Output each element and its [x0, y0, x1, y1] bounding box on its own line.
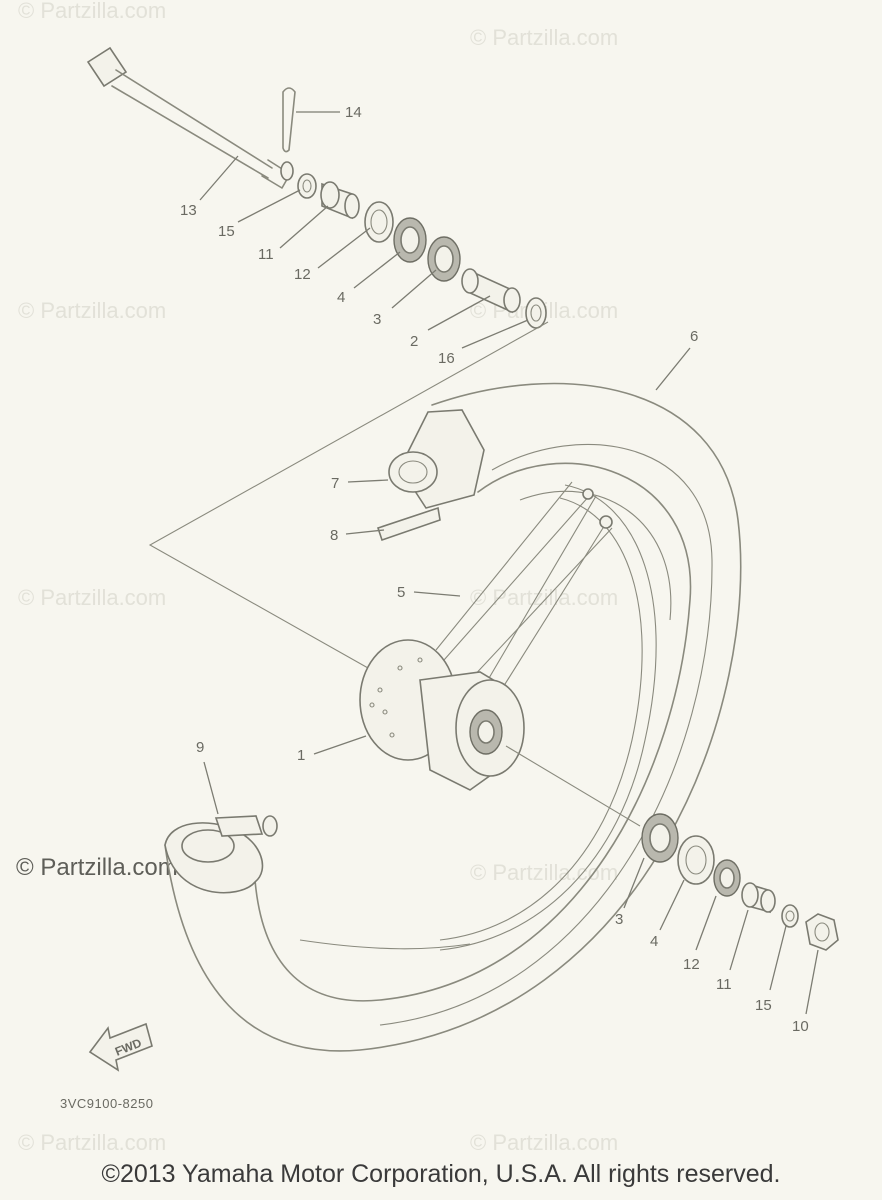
collar-bottom [741, 882, 776, 914]
spokes [435, 481, 613, 701]
watermark: © Partzilla.com [18, 0, 166, 23]
bearing-4-bottom [677, 835, 715, 885]
leader-lines [199, 111, 819, 1015]
callout-1: 1 [297, 747, 305, 764]
assembly-outline [148, 321, 549, 669]
rim [299, 484, 657, 951]
fwd-arrow: FWD [88, 1022, 153, 1072]
watermark: © Partzilla.com [18, 585, 166, 610]
copyright-notice: ©2013 Yamaha Motor Corporation, U.S.A. A… [101, 1160, 781, 1188]
callout-6: 6 [690, 328, 698, 345]
oil-seal-top [364, 201, 394, 243]
washer-bottom [781, 904, 799, 928]
axle-centerline [505, 745, 641, 827]
collar-top [320, 181, 360, 220]
watermarks: © Partzilla.com © Partzilla.com © Partzi… [18, 0, 618, 1155]
callout-15: 15 [218, 223, 235, 240]
watermark: © Partzilla.com [18, 298, 166, 323]
callout-16: 16 [438, 350, 455, 367]
washer-top [297, 173, 317, 199]
callout-4: 4 [337, 289, 345, 306]
watermark: © Partzilla.com [470, 25, 618, 50]
callout-11: 11 [258, 246, 274, 263]
rim-band [376, 506, 441, 542]
tire [164, 382, 742, 1052]
watermark-prominent: © Partzilla.com [16, 854, 178, 881]
callout-9: 9 [196, 739, 204, 756]
axle [86, 46, 294, 189]
callout-14: 14 [345, 104, 362, 121]
valve-clamp [214, 815, 278, 837]
spacer [461, 268, 521, 314]
callout-13: 13 [180, 202, 197, 219]
callout-5: 5 [397, 584, 405, 601]
callout-7: 7 [331, 475, 339, 492]
callout-3: 3 [373, 311, 381, 328]
cotter-pin [282, 87, 296, 153]
callout-15b: 15 [755, 997, 772, 1014]
watermark: © Partzilla.com [18, 1130, 166, 1155]
callouts: 14 13 15 11 12 4 3 2 16 6 7 8 5 1 9 3 4 … [180, 104, 809, 1035]
tube [388, 409, 485, 509]
watermark: © Partzilla.com [470, 860, 618, 885]
callout-4b: 4 [650, 933, 658, 950]
callout-2: 2 [410, 333, 418, 350]
callout-12: 12 [294, 266, 311, 283]
callout-11b: 11 [716, 976, 732, 993]
watermark: © Partzilla.com [470, 1130, 618, 1155]
callout-8: 8 [330, 527, 338, 544]
spacer-flange [525, 297, 547, 329]
callout-12b: 12 [683, 956, 700, 973]
diagram-code: 3VC9100-8250 [60, 1096, 153, 1111]
callout-3b: 3 [615, 911, 623, 928]
axle-nut [805, 913, 839, 951]
callout-10: 10 [792, 1018, 809, 1035]
watermark: © Partzilla.com [470, 585, 618, 610]
hub [359, 639, 525, 791]
